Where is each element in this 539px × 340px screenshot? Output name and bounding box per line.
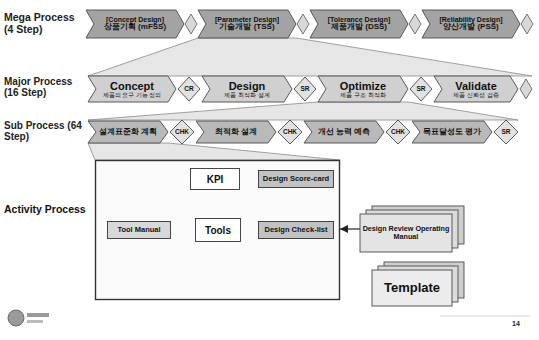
gate-diamond: CR [178,77,200,101]
node-label: 기술개발 (TSS) [219,23,274,32]
process-chevron: [Concept Design]상품기획 (mFSS) [86,10,184,38]
activity-box: KPI [190,168,240,190]
node-label: [Concept Design] [106,16,164,24]
gate-label: CHK [391,128,405,135]
process-chevron: Concept제품의 요구 기능 정의 [88,76,176,102]
node-label: Tool Manual [117,226,160,234]
node-label: 양산개발 (PSS) [443,23,499,32]
page-number: 14 [512,320,532,328]
node-label: Design Review Operating Manual [360,225,452,241]
node-label: 제품 최적화 설계 [224,92,269,98]
process-chevron: Optimize제품 구조 최적화 [318,76,408,102]
gate-diamond: SR [410,77,432,101]
gate-diamond: CHK [170,120,194,144]
zoom-fan [88,38,532,76]
node-label: 목표달성도 평가 [423,128,481,136]
gate-diamond [409,14,421,34]
node-label: 상품기획 (mFSS) [104,23,166,32]
process-chevron: Validate제품 신뢰성 검증 [434,76,518,102]
row-heading: Major Process (16 Step) [4,76,86,98]
document-stack: Design Review Operating Manual [360,206,464,252]
gate-label: SR [501,128,510,135]
node-label: Design [229,80,266,92]
activity-box: Design Check-list [258,221,334,239]
gate-label: CR [184,85,193,92]
gate-diamond: SR [294,77,316,101]
process-chevron: [Tolerance Design]제품개발 (DSS) [310,10,408,38]
node-label: Optimize [340,80,386,92]
node-label: 제품개발 (DSS) [331,23,387,32]
gate-label: SR [416,85,425,92]
row-heading: Mega Process (4 Step) [4,12,84,35]
process-chevron: Design제품 최적화 설계 [202,76,292,102]
node-label: Tools [205,225,231,236]
node-label: KPI [207,174,224,185]
row-heading: Sub Process (64 Step) [4,120,86,142]
process-chevron: [Parameter Design]기술개발 (TSS) [198,10,296,38]
flow-arrow [340,228,360,229]
zoom-fan [88,102,518,120]
gate-diamond: SR [494,120,518,144]
document-stack: Template [372,262,464,306]
node-label: Concept [110,80,154,92]
node-label: 제품 구조 최적화 [340,92,385,98]
gate-diamond [297,14,309,34]
activity-frame: Activity ProcessKPIDesign Score-cardTool… [95,160,340,300]
process-chevron: 설계표준화 계획 [88,121,168,143]
node-label: Design Check-list [265,226,328,234]
process-chevron: [Reliability Design]양산개발 (PSS) [422,10,520,38]
gate-diamond [520,79,532,99]
process-chevron: 최적화 설계 [196,121,276,143]
activity-box: Design Score-card [258,170,334,188]
gate-label: CHK [175,128,189,135]
footer-rule [440,316,530,317]
gate-diamond: CHK [386,120,410,144]
process-chevron: 개선 능력 예측 [304,121,384,143]
activity-box: Tool Manual [107,221,171,239]
node-label: 최적화 설계 [215,128,257,136]
gate-diamond [521,14,533,34]
row-heading: Activity Process [4,204,86,216]
gate-diamond: CHK [278,120,302,144]
node-label: [Tolerance Design] [328,16,391,24]
node-label: Template [384,281,440,295]
node-label: 개선 능력 예측 [318,128,370,136]
company-logo [8,310,49,326]
gate-label: SR [300,85,309,92]
activity-box: Tools [195,218,241,242]
node-label: [Parameter Design] [215,16,279,24]
node-label: Validate [455,80,497,92]
gate-diamond [185,14,197,34]
process-chevron: 목표달성도 평가 [412,121,492,143]
zoom-fan [88,143,340,160]
node-label: Design Score-card [263,175,329,183]
node-label: 제품의 요구 기능 정의 [103,92,162,98]
gate-label: CHK [283,128,297,135]
node-label: 제품 신뢰성 검증 [453,92,498,98]
node-label: [Reliability Design] [439,16,502,24]
node-label: 설계표준화 계획 [99,128,157,136]
